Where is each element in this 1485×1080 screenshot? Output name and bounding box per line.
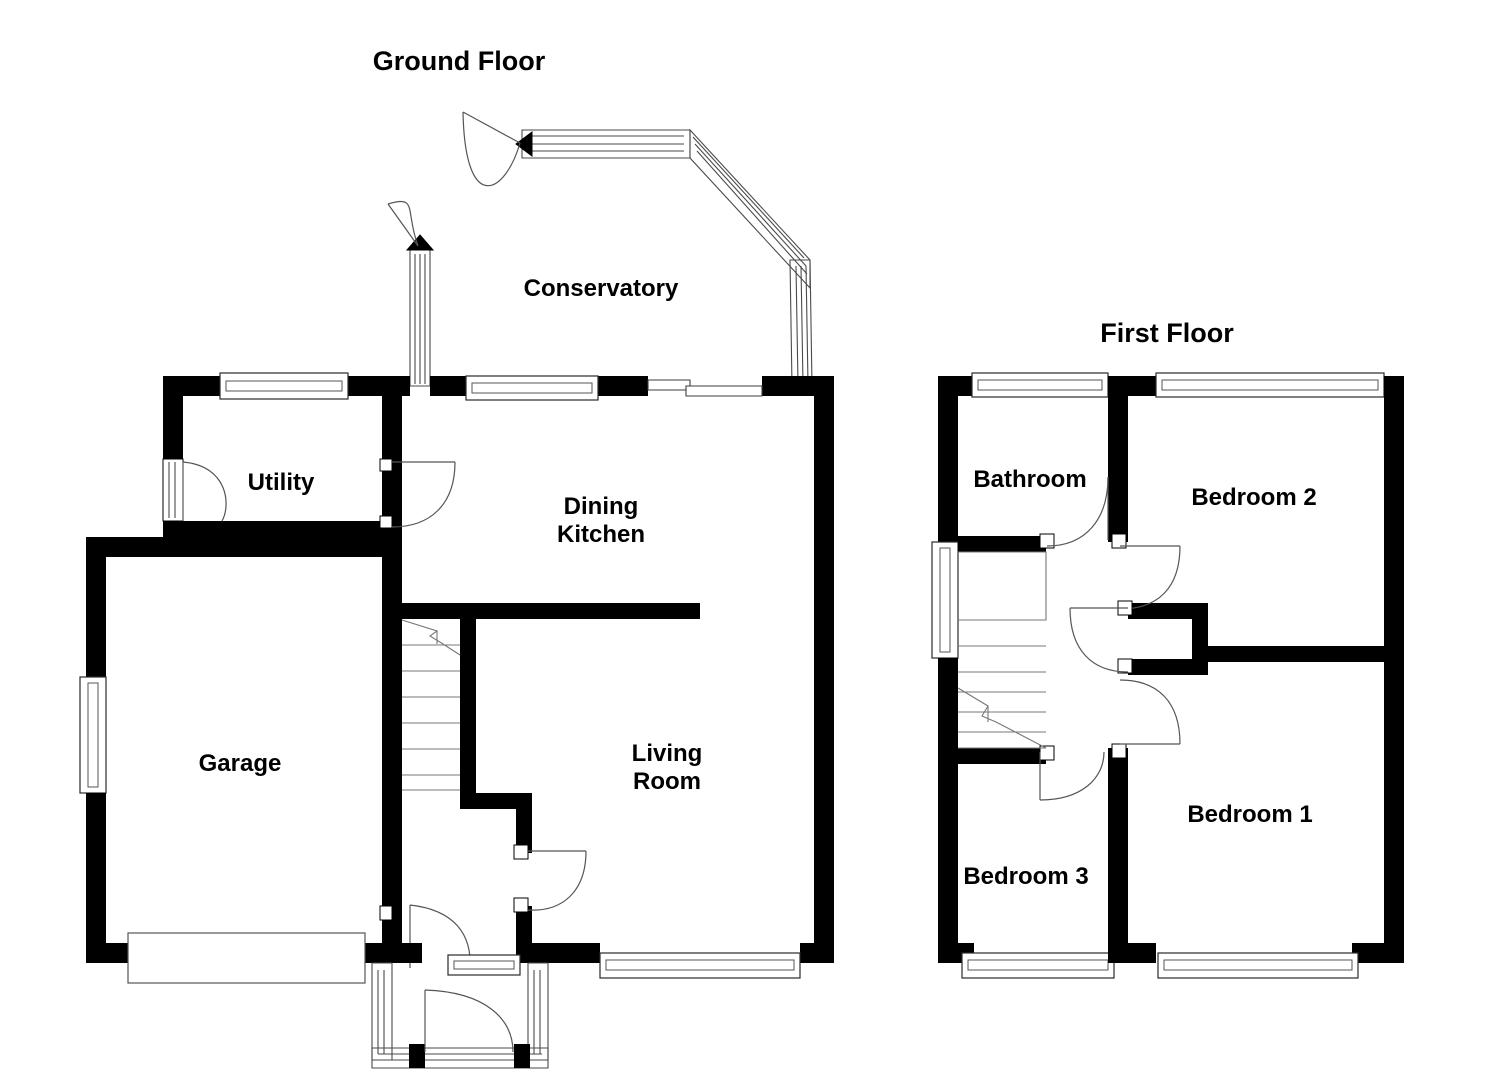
staircase-first: [957, 551, 1047, 749]
window-living-room-bottom: [599, 952, 801, 979]
door-utility-to-kitchen: [379, 458, 456, 529]
window-bedroom3-bottom: [961, 952, 1115, 979]
door-utility-external: [162, 458, 227, 522]
room-label-bathroom: Bathroom: [973, 466, 1086, 493]
room-label-conservatory: Conservatory: [524, 275, 679, 302]
room-label-dining-kitchen-line1: Dining: [564, 493, 639, 520]
window-kitchen-top: [465, 375, 599, 401]
first-floor-walls: [931, 372, 1404, 979]
room-label-garage: Garage: [199, 750, 282, 777]
ground-floor-plan: [79, 111, 834, 1069]
door-bedroom-3: [1039, 745, 1105, 801]
entrance-porch: [371, 962, 549, 1069]
room-label-bedroom-3: Bedroom 3: [963, 863, 1088, 890]
room-label-dining-kitchen-line2: Kitchen: [557, 521, 645, 548]
room-label-living-room-line1: Living: [632, 740, 703, 767]
ground-floor-walls: [79, 372, 834, 984]
staircase-ground: [401, 619, 461, 791]
first-floor-title: First Floor: [1100, 318, 1234, 348]
room-label-utility: Utility: [248, 469, 315, 496]
room-label-bedroom-1: Bedroom 1: [1187, 801, 1312, 828]
ground-floor-title: Ground Floor: [373, 46, 546, 76]
conservatory-side-door-head-icon: [405, 234, 435, 251]
window-utility-top: [219, 372, 349, 400]
room-label-bedroom-2: Bedroom 2: [1191, 484, 1316, 511]
window-bedroom1-bottom: [1157, 952, 1359, 979]
window-bathroom-top: [971, 372, 1109, 398]
door-landing-cupboard: [1069, 600, 1133, 674]
window-bedroom2-top: [1155, 372, 1385, 398]
door-hall-to-living-room: [513, 844, 587, 913]
room-labels: Conservatory Utility Dining Kitchen Gara…: [199, 275, 1317, 890]
door-bedroom-1: [1111, 679, 1181, 759]
garage-door: [127, 932, 366, 984]
first-floor-doors: [1039, 476, 1181, 801]
first-floor-plan: [931, 372, 1404, 979]
window-landing-left: [931, 541, 959, 659]
window-garage-left: [79, 676, 107, 794]
opening-kitchen-to-conservatory: [647, 379, 763, 397]
door-bathroom: [1039, 476, 1109, 549]
window-hall-front: [447, 954, 521, 976]
conservatory-door-head-icon: [515, 131, 533, 157]
room-label-living-room-line2: Room: [633, 768, 701, 795]
